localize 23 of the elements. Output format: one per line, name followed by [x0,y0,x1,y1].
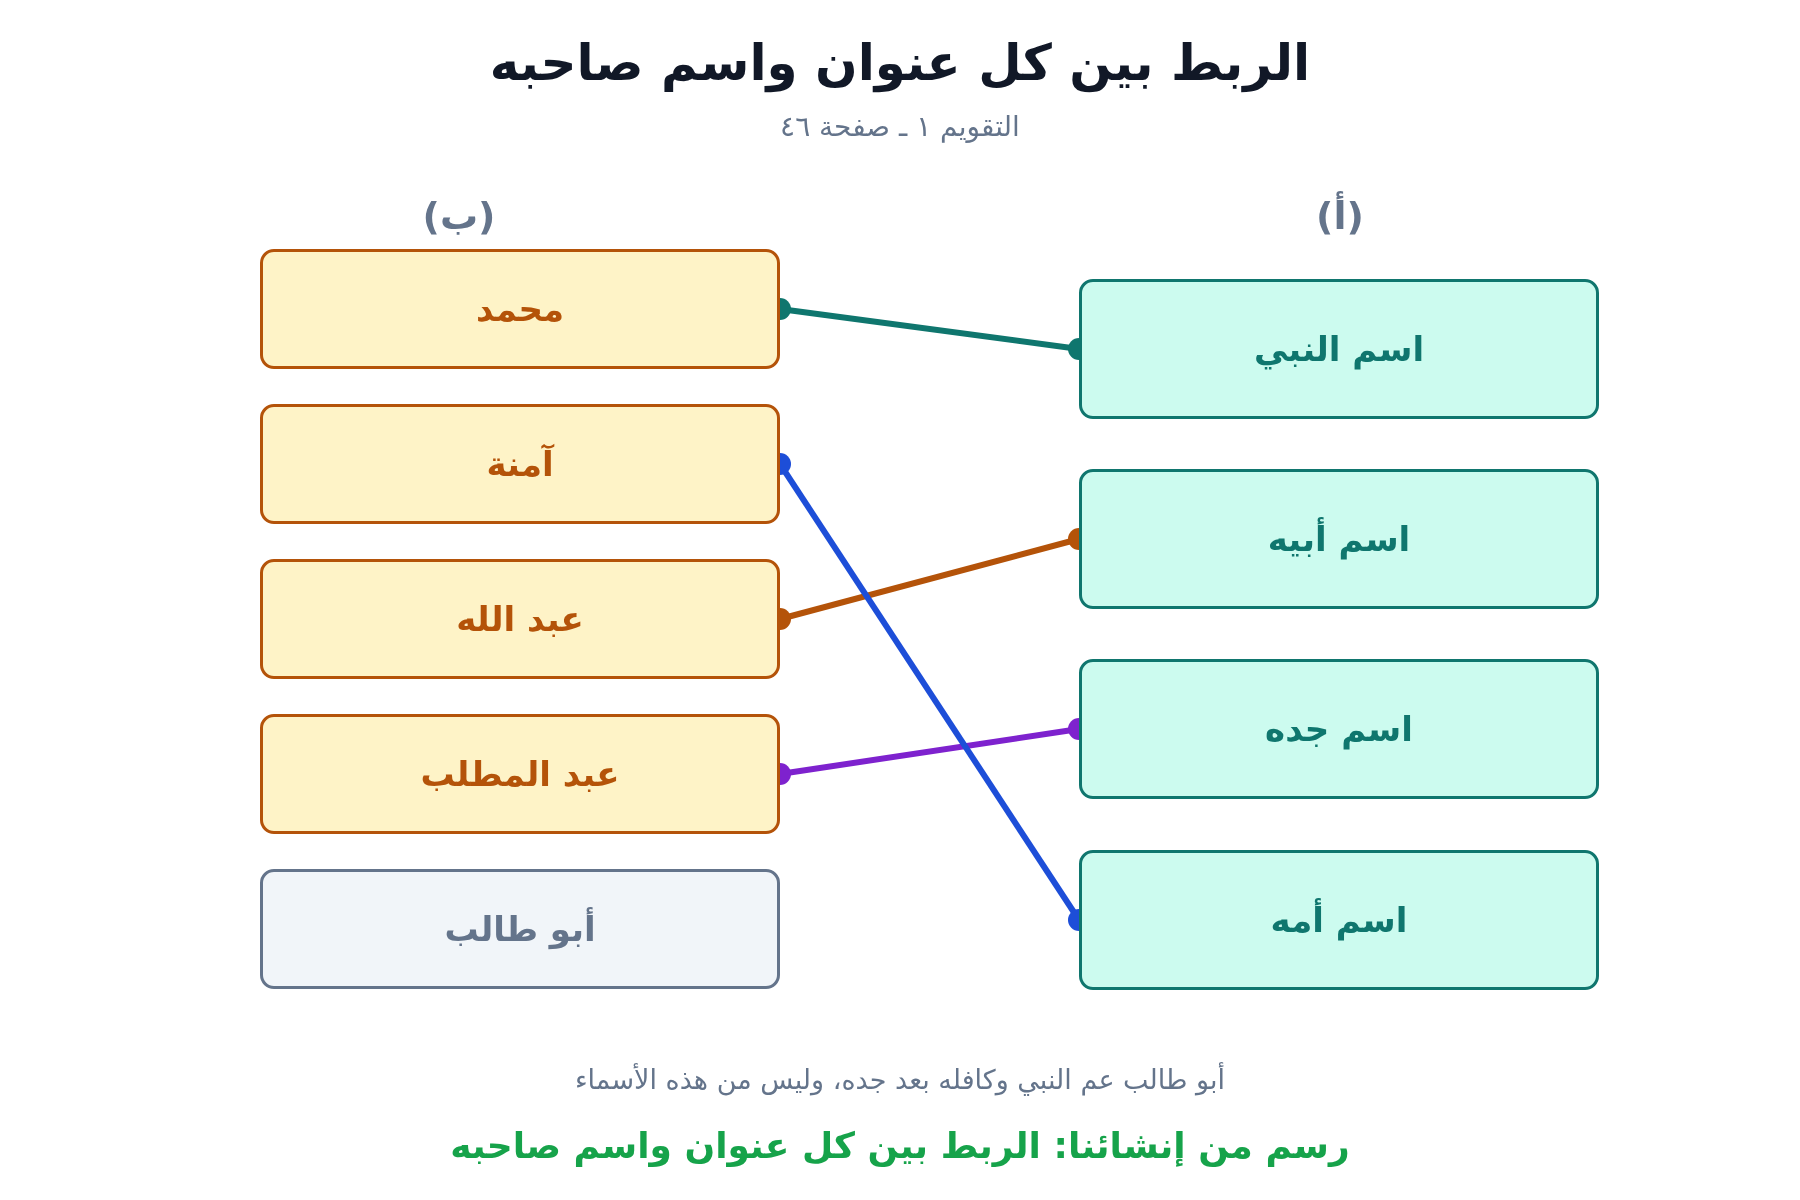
matching-box [1079,279,1599,419]
box-text: آمنة [486,444,554,484]
box-text: محمد [476,289,564,329]
column-heading: (ب) [422,194,496,238]
box-text: اسم النبي [1253,329,1425,369]
matching-box [1079,659,1599,799]
matching-box [1079,469,1599,609]
box-text: عبد الله [456,599,584,639]
box-text: اسم أمه [1270,900,1408,940]
title: الربط بين كل عنوان واسم صاحبه [489,34,1311,92]
matching-box [260,559,780,679]
matching-box [1079,850,1599,990]
note: أبو طالب عم النبي وكافله بعد جده، وليس من هذه الأسماء [574,1063,1226,1095]
matching-box [260,404,780,524]
caption: رسم من إنشائنا: الربط بين كل عنوان واسم صاحبه [450,1124,1350,1166]
box-text: أبو طالب [444,909,596,949]
matching-box [260,249,780,369]
matching-box [260,869,780,989]
matching-box [260,714,780,834]
box-text: اسم جده [1265,709,1413,749]
subtitle: التقويم ١ ـ صفحة ٤٦ [780,109,1020,143]
box-text: عبد المطلب [420,754,620,794]
box-text: اسم أبيه [1267,519,1411,559]
